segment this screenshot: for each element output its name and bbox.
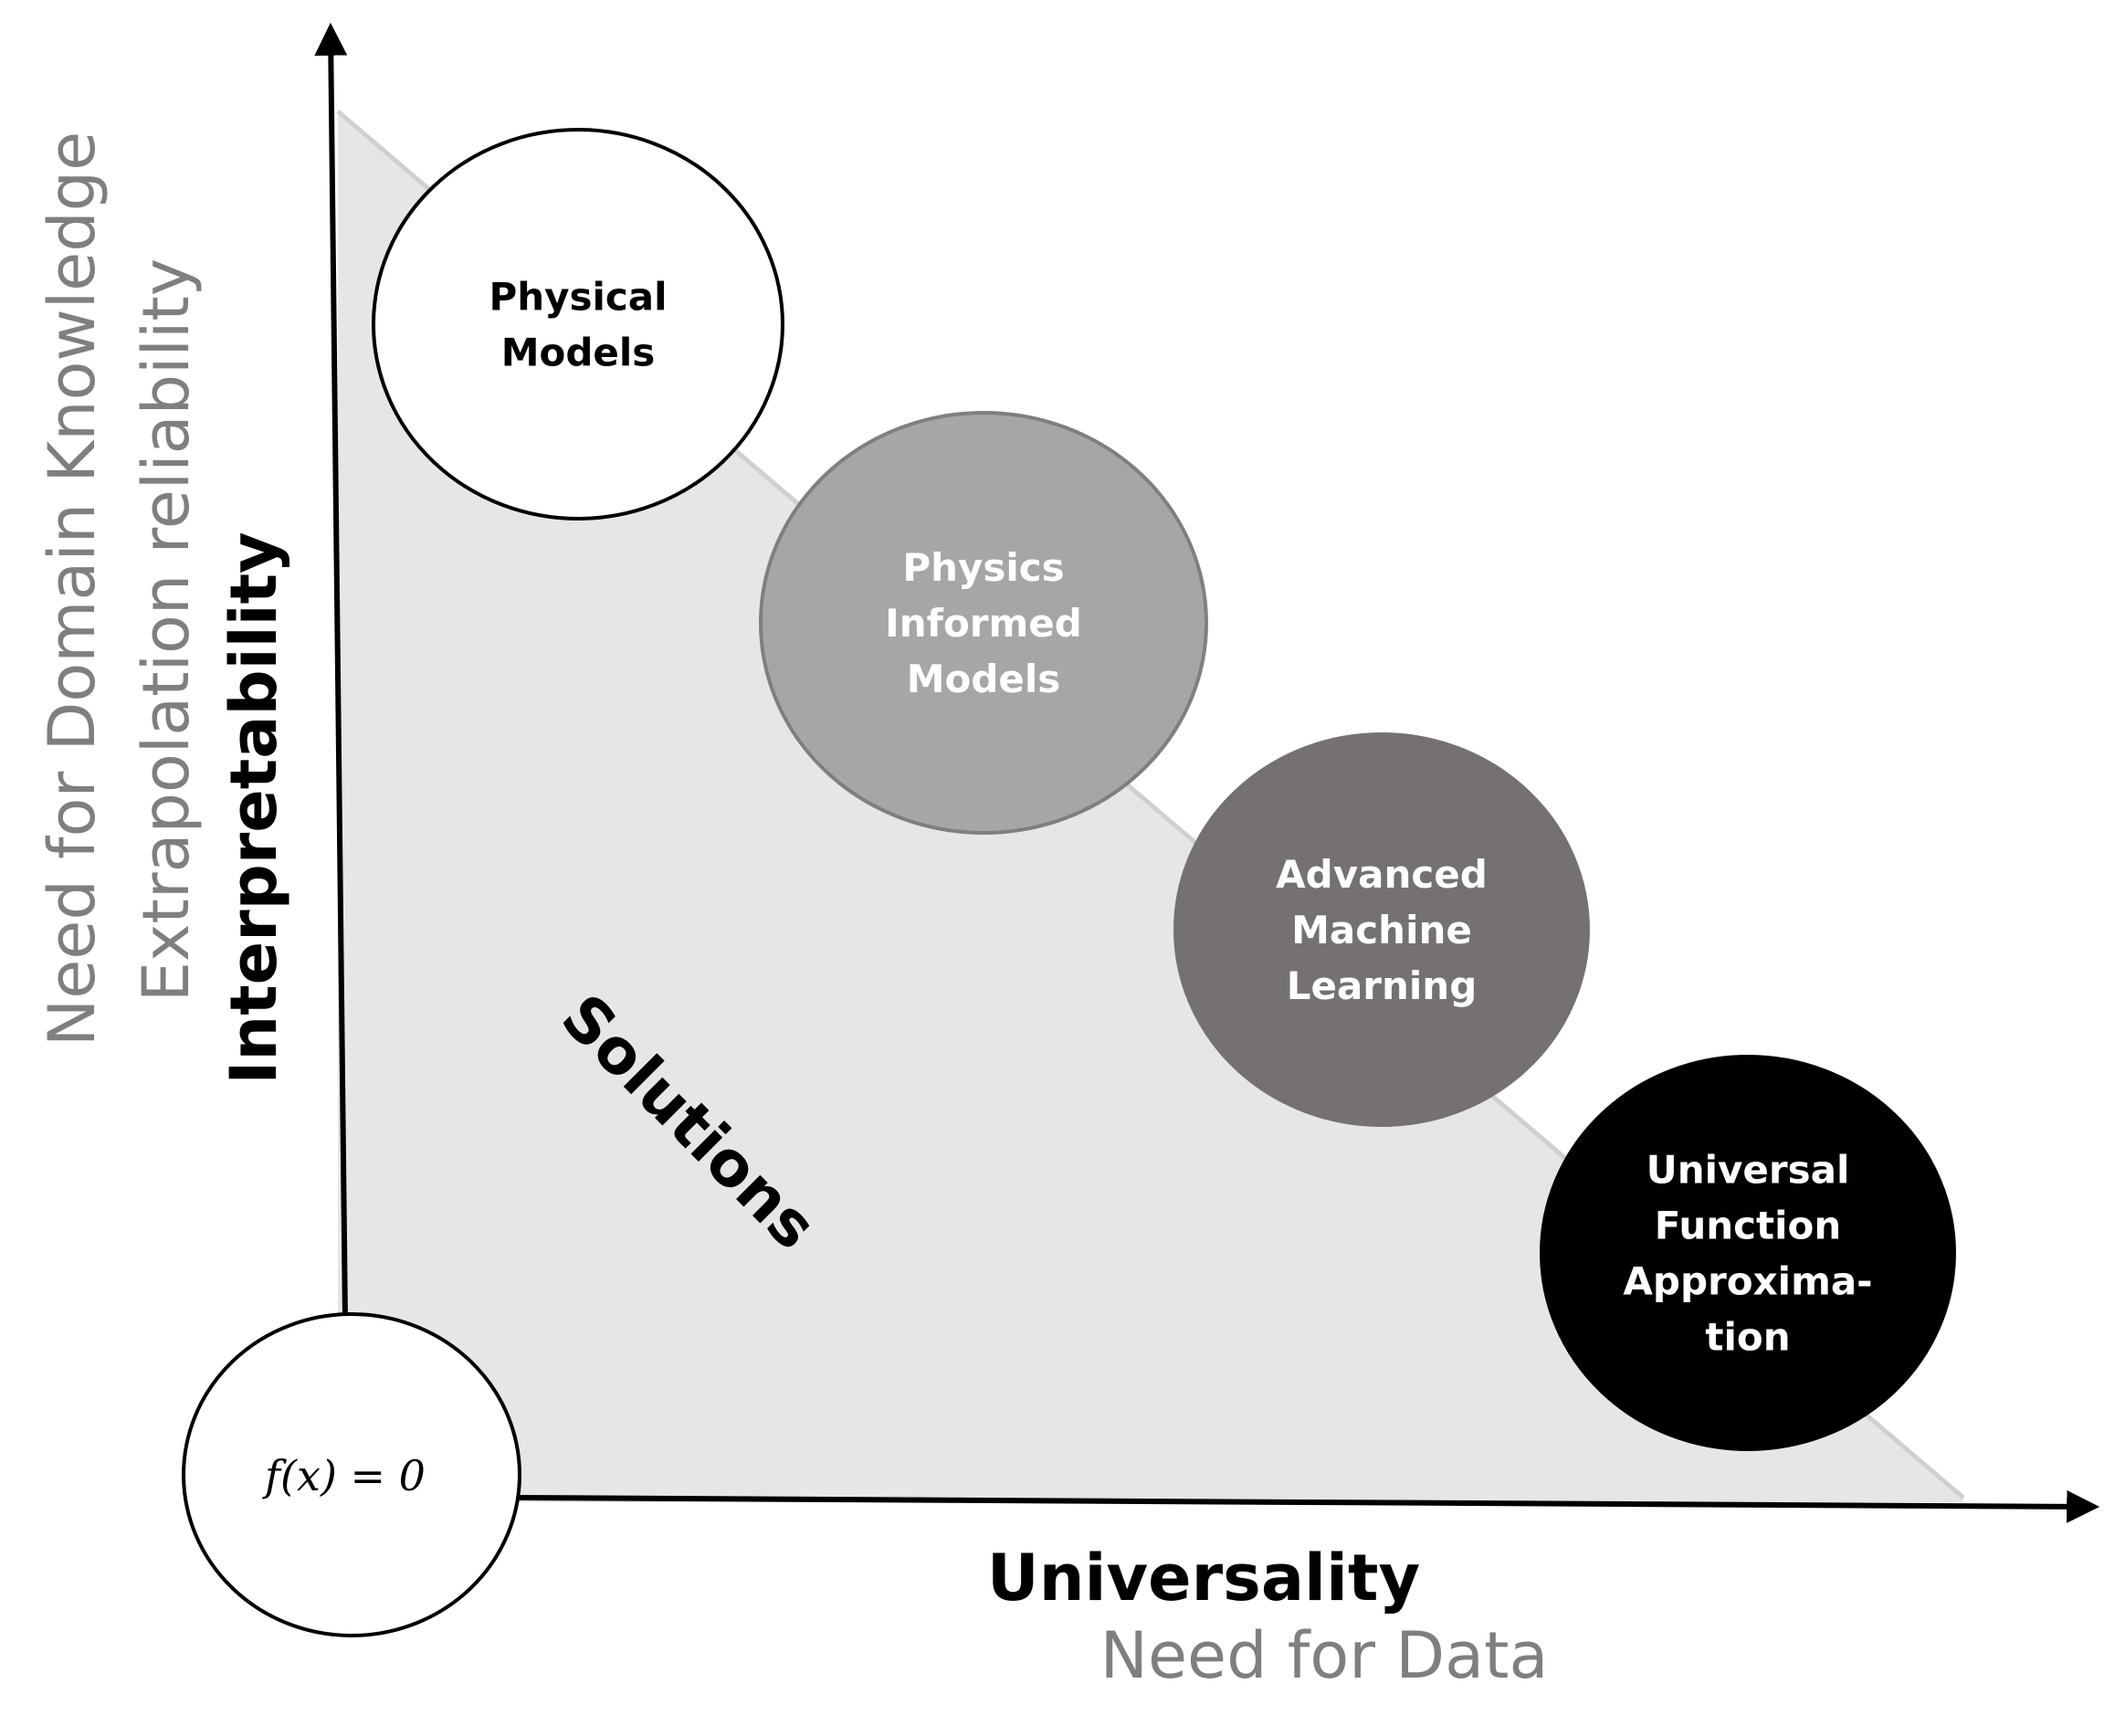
node-label-line: Approxima- <box>1623 1259 1872 1304</box>
y-axis-main-label: Interpretability <box>216 531 291 1084</box>
origin-formula: f(x) = 0 <box>262 1451 426 1500</box>
node-label-line: Informed <box>885 601 1082 646</box>
node-label-line: Learning <box>1287 963 1478 1008</box>
node-circle <box>1173 732 1590 1127</box>
x-axis-arrow <box>515 1489 2100 1523</box>
node-circle <box>372 128 784 521</box>
node-label-line: Physics <box>902 545 1064 590</box>
origin-circle <box>182 1312 521 1637</box>
x-axis-main-label: Universality <box>987 1541 1420 1615</box>
node-label-line: Models <box>907 657 1061 701</box>
node-label-line: Physical <box>489 275 667 320</box>
y-axis-sub-label-extrapolation: Extrapolation reliability <box>129 258 204 1002</box>
node-label-line: Advanced <box>1276 852 1488 897</box>
node-circle <box>1540 1055 1956 1451</box>
x-axis-sub-label: Need for Data <box>1100 1618 1549 1693</box>
node-label-line: tion <box>1705 1315 1790 1360</box>
node-circle <box>759 411 1208 835</box>
node-label-line: Function <box>1655 1204 1842 1248</box>
node-label-line: Universal <box>1646 1148 1850 1193</box>
y-axis-arrow <box>314 22 348 1320</box>
node-label-line: Machine <box>1291 908 1472 952</box>
node-label-line: Models <box>501 331 656 375</box>
y-axis-sub-label-domain-knowledge: Need for Domain Knowledge <box>35 132 110 1047</box>
